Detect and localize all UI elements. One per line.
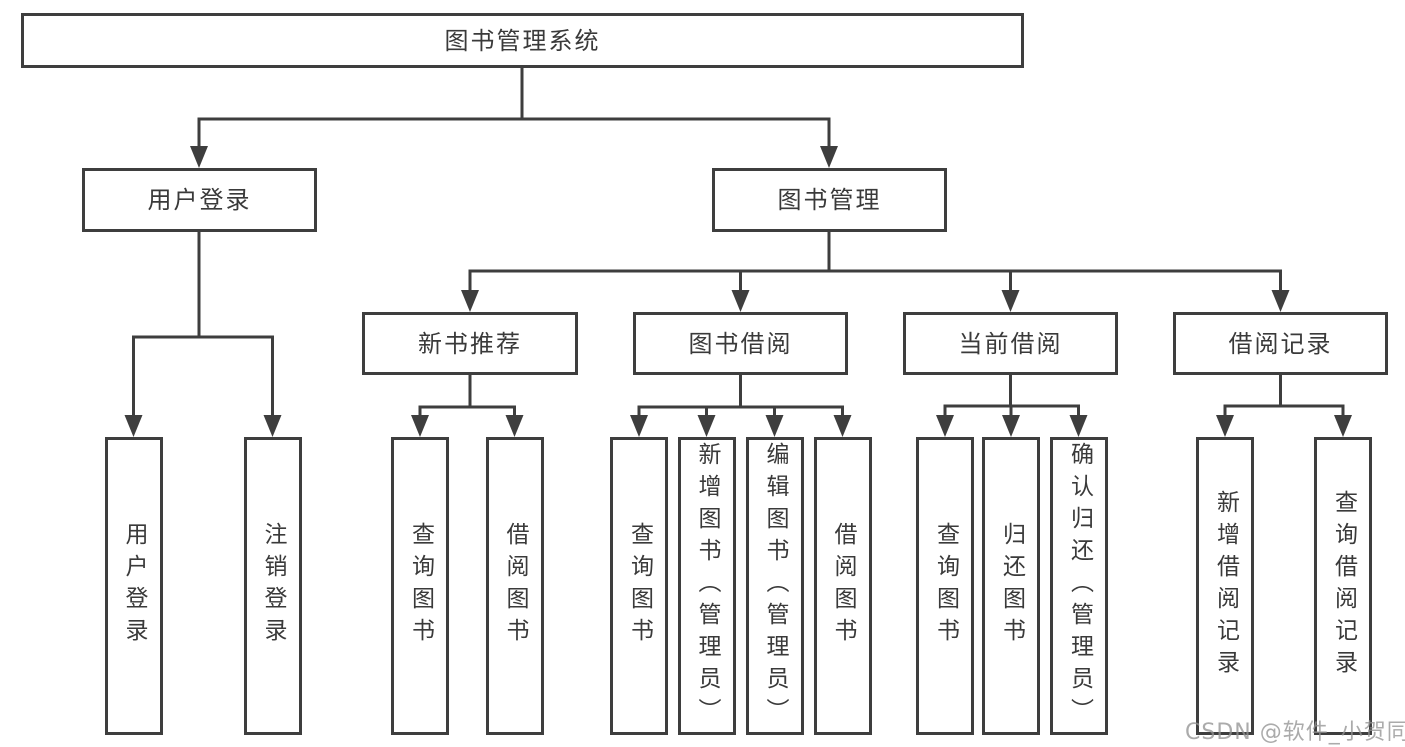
leaf-edit-book-admin: 编辑图书（管理员）: [745, 437, 804, 735]
leaf-add-borrow-record: 新增借阅记录: [1196, 437, 1254, 735]
leaf-return-books: 归还图书: [982, 437, 1040, 735]
node-label: 用户登录: [147, 186, 252, 214]
leaf-user-login: 用户登录: [104, 437, 163, 735]
node-label: 编辑图书（管理员）: [762, 442, 788, 730]
node-label: 新增借阅记录: [1212, 490, 1239, 682]
leaf-confirm-return-admin: 确认归还（管理员）: [1050, 437, 1108, 735]
node-label: 查询图书: [626, 522, 653, 650]
node-label: 注销登录: [260, 522, 286, 650]
node-label: 借阅图书: [502, 522, 528, 650]
node-borrow-records: 借阅记录: [1173, 312, 1388, 375]
leaf-add-book-admin: 新增图书（管理员）: [677, 437, 736, 735]
leaf-query-books-recommend: 查询图书: [391, 437, 449, 735]
leaf-query-books-current: 查询图书: [916, 437, 974, 735]
node-label: 新增图书（管理员）: [694, 442, 720, 730]
node-label: 确认归还（管理员）: [1066, 442, 1093, 730]
leaf-logout: 注销登录: [243, 437, 302, 735]
node-label: 借阅图书: [830, 522, 856, 650]
node-user-login: 用户登录: [82, 168, 317, 232]
leaf-borrow-books: 借阅图书: [813, 437, 872, 735]
connector-lines: [132, 65, 1345, 419]
node-new-book-recommend: 新书推荐: [362, 312, 578, 375]
leaf-query-books-borrow: 查询图书: [610, 437, 668, 735]
node-current-borrow: 当前借阅: [903, 312, 1118, 375]
arrowheads: [124, 146, 1352, 437]
node-label: 查询图书: [932, 522, 959, 650]
node-label: 图书借阅: [688, 329, 793, 358]
node-label: 查询图书: [407, 522, 434, 650]
node-label: 图书管理系统: [444, 26, 601, 55]
leaf-borrow-books-recommend: 借阅图书: [485, 437, 544, 735]
node-label: 新书推荐: [418, 329, 522, 358]
node-book-management: 图书管理: [712, 168, 947, 232]
node-label: 查询借阅记录: [1330, 490, 1357, 682]
node-label: 用户登录: [121, 522, 147, 650]
node-label: 当前借阅: [958, 329, 1063, 358]
leaf-query-borrow-record: 查询借阅记录: [1314, 437, 1372, 735]
node-label: 图书管理: [777, 186, 882, 214]
node-library-management-system: 图书管理系统: [21, 13, 1024, 68]
node-label: 借阅记录: [1228, 329, 1333, 358]
csdn-watermark: CSDN @软件_小贺同学: [1185, 720, 1405, 745]
node-label: 归还图书: [998, 522, 1025, 650]
node-book-borrow: 图书借阅: [633, 312, 848, 375]
